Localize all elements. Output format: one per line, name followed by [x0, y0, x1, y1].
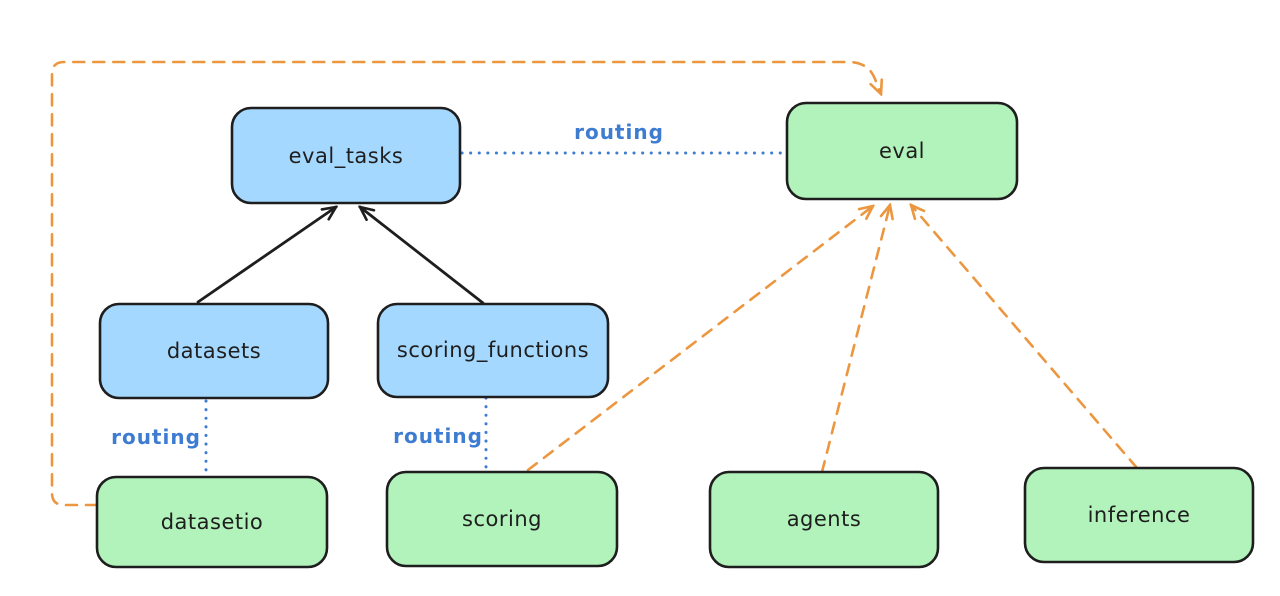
node-eval-tasks-label: eval_tasks: [289, 144, 404, 169]
edge-agents-to-eval: [820, 205, 890, 474]
node-scoring-functions: scoring_functions: [376, 302, 610, 399]
node-eval-tasks: eval_tasks: [230, 106, 462, 205]
node-inference-label: inference: [1088, 503, 1191, 527]
node-agents-label: agents: [787, 507, 862, 531]
routing-label-scoring: routing: [393, 424, 483, 448]
node-datasets-label: datasets: [167, 339, 261, 363]
node-scoring-label: scoring: [462, 507, 542, 531]
node-agents: agents: [708, 470, 940, 569]
node-datasets: datasets: [98, 302, 330, 400]
node-scoring-functions-box: [376, 302, 610, 399]
edge-inference-to-eval: [911, 205, 1139, 470]
node-scoring-functions-label: scoring_functions: [397, 338, 589, 363]
node-inference-box: [1023, 466, 1255, 564]
node-datasetio-box: [95, 475, 329, 569]
node-scoring-box: [385, 470, 619, 568]
node-eval-label: eval: [879, 139, 925, 163]
node-datasets-box: [98, 302, 330, 400]
node-datasetio: datasetio: [95, 475, 329, 569]
node-eval-box: [785, 101, 1019, 201]
node-agents-box: [708, 470, 940, 569]
node-scoring: scoring: [385, 470, 619, 568]
routing-label-datasets: routing: [111, 425, 201, 449]
edge-scoring-functions-to-eval-tasks: [360, 207, 485, 305]
node-eval-tasks-box: [230, 106, 462, 205]
node-eval: eval: [785, 101, 1019, 201]
edge-scoring-to-eval: [526, 206, 873, 472]
edge-datasetio-to-eval: [50, 60, 881, 507]
edge-datasets-to-eval-tasks: [196, 207, 336, 304]
node-datasetio-label: datasetio: [161, 510, 264, 534]
node-inference: inference: [1023, 466, 1255, 564]
routing-label-top: routing: [574, 120, 664, 144]
